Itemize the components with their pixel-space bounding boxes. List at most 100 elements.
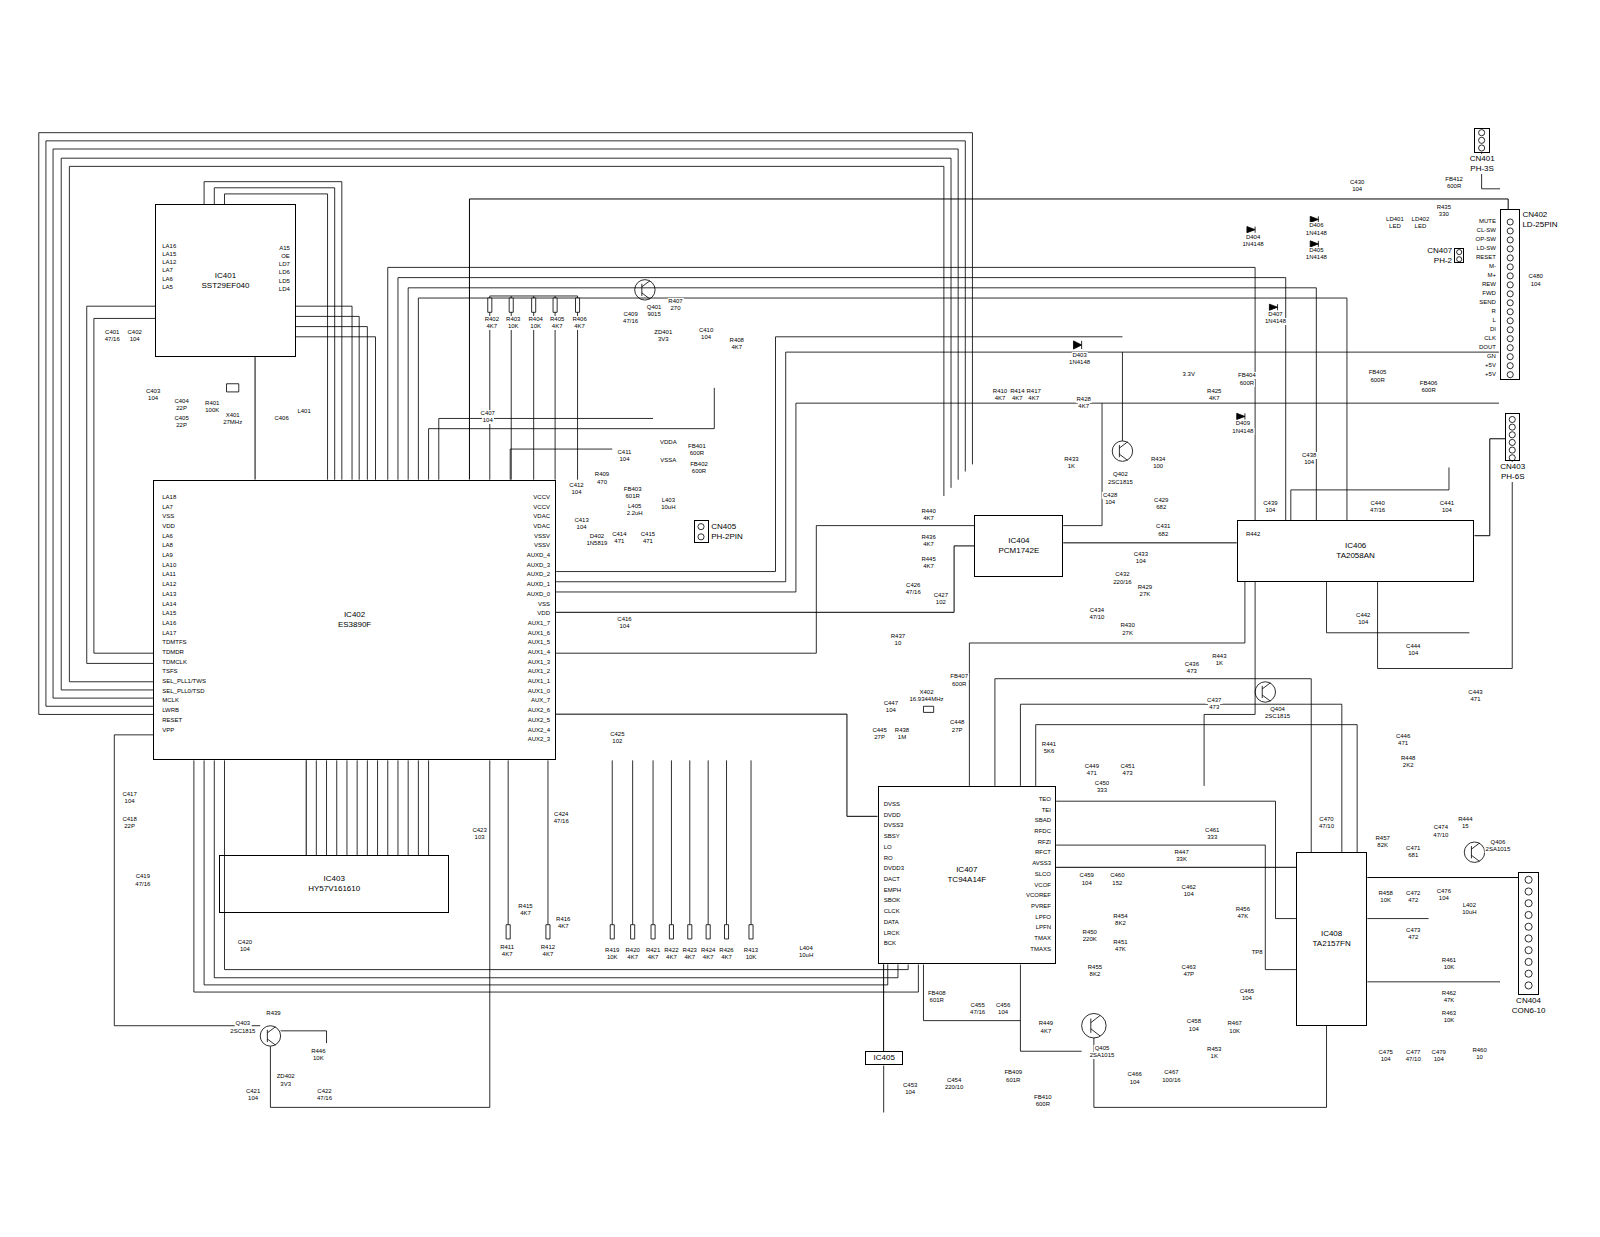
component-label: OE	[280, 253, 291, 260]
component-label: LA15	[161, 251, 177, 258]
component-label: 2K2	[1402, 762, 1415, 769]
component-label: LA16	[161, 243, 177, 250]
component-label: 104	[129, 336, 141, 343]
component-label: D409	[1235, 420, 1251, 427]
component-label: 104	[618, 623, 630, 630]
component-label: LD7	[278, 261, 291, 268]
pin	[1507, 291, 1513, 297]
component-label: C474	[1433, 824, 1449, 831]
component-label: LD401	[1385, 216, 1405, 223]
component-label: VSS	[537, 601, 551, 608]
component-label: C461	[1204, 827, 1220, 834]
component-label: 471	[1397, 740, 1409, 747]
component-label: BCK	[883, 940, 897, 947]
component-label: 9015	[646, 311, 661, 318]
part-label-group: IC406TA2058AN	[1336, 541, 1375, 561]
part-number: PH-6S	[1500, 472, 1525, 482]
component-label: C473	[1405, 927, 1421, 934]
component-label: C409	[622, 311, 638, 318]
component-label: 10K	[529, 323, 542, 330]
component-label: R458	[1378, 890, 1394, 897]
component-label: 100/16	[1161, 1077, 1181, 1084]
component-label: C401	[104, 329, 120, 336]
component-label: 4K7	[683, 954, 696, 961]
component-label: R434	[1150, 456, 1166, 463]
pin	[1479, 145, 1485, 151]
component-label: 47/10	[1088, 614, 1105, 621]
component-label: 600R	[951, 681, 967, 688]
signal-wire	[1063, 542, 1236, 543]
component-label: 47/16	[1369, 507, 1386, 514]
part-label-group: IC402ES3890F	[338, 610, 371, 630]
component-label: L404	[798, 945, 813, 952]
component-label: 333	[1096, 787, 1108, 794]
component-label: 104	[1438, 895, 1450, 902]
component-label: 104	[1183, 891, 1195, 898]
component-label: C455	[969, 1002, 985, 1009]
component-label: RESET	[1475, 254, 1497, 261]
component-label: R403	[505, 316, 521, 323]
component-label: C475	[1378, 1049, 1394, 1056]
component-label: R437	[890, 633, 906, 640]
part-label-group: IC403HY57V161610	[308, 874, 360, 894]
component-label: 104	[1241, 995, 1253, 1002]
component-label: 104	[1081, 880, 1093, 887]
component-label: C402	[127, 329, 143, 336]
component-label: R412	[540, 944, 556, 951]
component-label: 220K	[1082, 936, 1098, 943]
component-label: C467	[1163, 1069, 1179, 1076]
component-label: TSFS	[161, 668, 178, 675]
component-label: R462	[1441, 990, 1457, 997]
component-label: LD-SW	[1476, 245, 1497, 252]
component-label: FB402	[689, 461, 709, 468]
component-label: 1M	[897, 734, 907, 741]
part-number: TA2157FN	[1313, 939, 1351, 949]
component-label: VCCV	[532, 494, 551, 501]
component-label: 22P	[175, 405, 188, 412]
component-label: R411	[499, 944, 515, 951]
component-label: 104	[1129, 1079, 1141, 1086]
part-designator: IC405	[873, 1053, 894, 1063]
pin	[1479, 130, 1485, 136]
component-label: 4K7	[922, 541, 935, 548]
component-label: C448	[949, 719, 965, 726]
part-designator: CN402	[1522, 210, 1557, 220]
component-label: R463	[1441, 1010, 1457, 1017]
pin	[1525, 911, 1532, 918]
pin	[1509, 416, 1515, 422]
component-label: LD402	[1411, 216, 1431, 223]
component-label: VCOREF	[1025, 892, 1052, 899]
component-label: FB403	[623, 486, 643, 493]
component-label: 104	[1135, 558, 1147, 565]
component-label: 47/16	[622, 318, 639, 325]
signal-wire	[306, 760, 307, 855]
pin	[1525, 935, 1532, 942]
component-label: AUX1_1	[527, 678, 551, 685]
component-label: 2SA1015	[1089, 1052, 1116, 1059]
component-label: R443	[1211, 653, 1227, 660]
component-label: C450	[1094, 780, 1110, 787]
component-label: R413	[743, 947, 759, 954]
component-label: R407	[667, 298, 683, 305]
component-label: LA17	[161, 630, 177, 637]
component-label: CL-SW	[1476, 227, 1497, 234]
component-label: 10	[1475, 1054, 1484, 1061]
transistor-symbol	[260, 280, 1484, 1046]
signal-wire	[556, 714, 877, 816]
component-label: LA13	[161, 591, 177, 598]
component-label: R424	[700, 947, 716, 954]
component-label: VDD	[536, 610, 551, 617]
component-label: L405	[627, 503, 642, 510]
component-label: SBSY	[883, 833, 901, 840]
component-label: 4K7	[501, 951, 514, 958]
signal-wire	[1056, 867, 1296, 868]
component-label: C460	[1109, 872, 1125, 879]
component-label: C456	[995, 1002, 1011, 1009]
component-label: C439	[1262, 500, 1278, 507]
component-label: Q401	[646, 304, 663, 311]
component-label: C443	[1467, 689, 1483, 696]
component-label: R415	[517, 903, 533, 910]
component-label: 47/16	[104, 336, 121, 343]
component-label: 10uH	[798, 952, 814, 959]
component-label: DVDD	[883, 812, 902, 819]
